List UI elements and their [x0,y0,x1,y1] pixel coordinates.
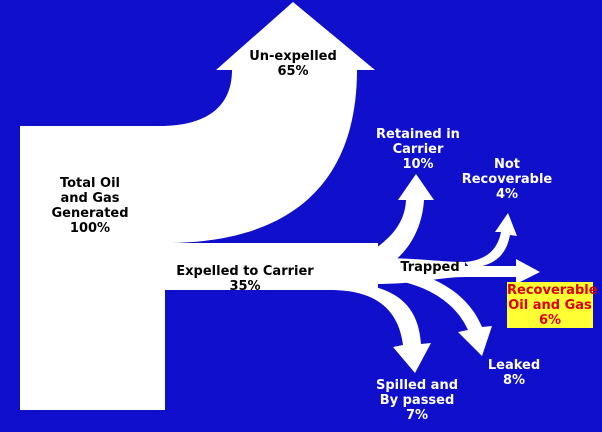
trapped-label: Trapped [400,260,460,275]
leaked-label: Leaked 8% [487,358,541,388]
recoverable-label: Recoverable Oil and Gas 6% [507,283,598,328]
spilled-arrow [330,282,431,373]
not-recoverable-arrow [465,213,517,268]
recoverable-box: Recoverable Oil and Gas 6% [507,282,598,328]
total-generated-label: Total Oil and Gas Generated 100% [51,176,129,236]
leaked-arrow [375,268,492,356]
expelled-flow [165,243,378,290]
unexpelled-arrow [20,2,375,243]
expelled-label: Expelled to Carrier 35% [176,264,314,294]
unexpelled-label: Un-expelled 65% [249,49,337,79]
not-recoverable-label: Not Recoverable 4% [461,157,553,202]
retained-arrow [370,174,434,270]
spilled-label: Spilled and By passed 7% [375,378,459,423]
recoverable-arrow [465,259,540,284]
retained-label: Retained in Carrier 10% [376,127,460,172]
